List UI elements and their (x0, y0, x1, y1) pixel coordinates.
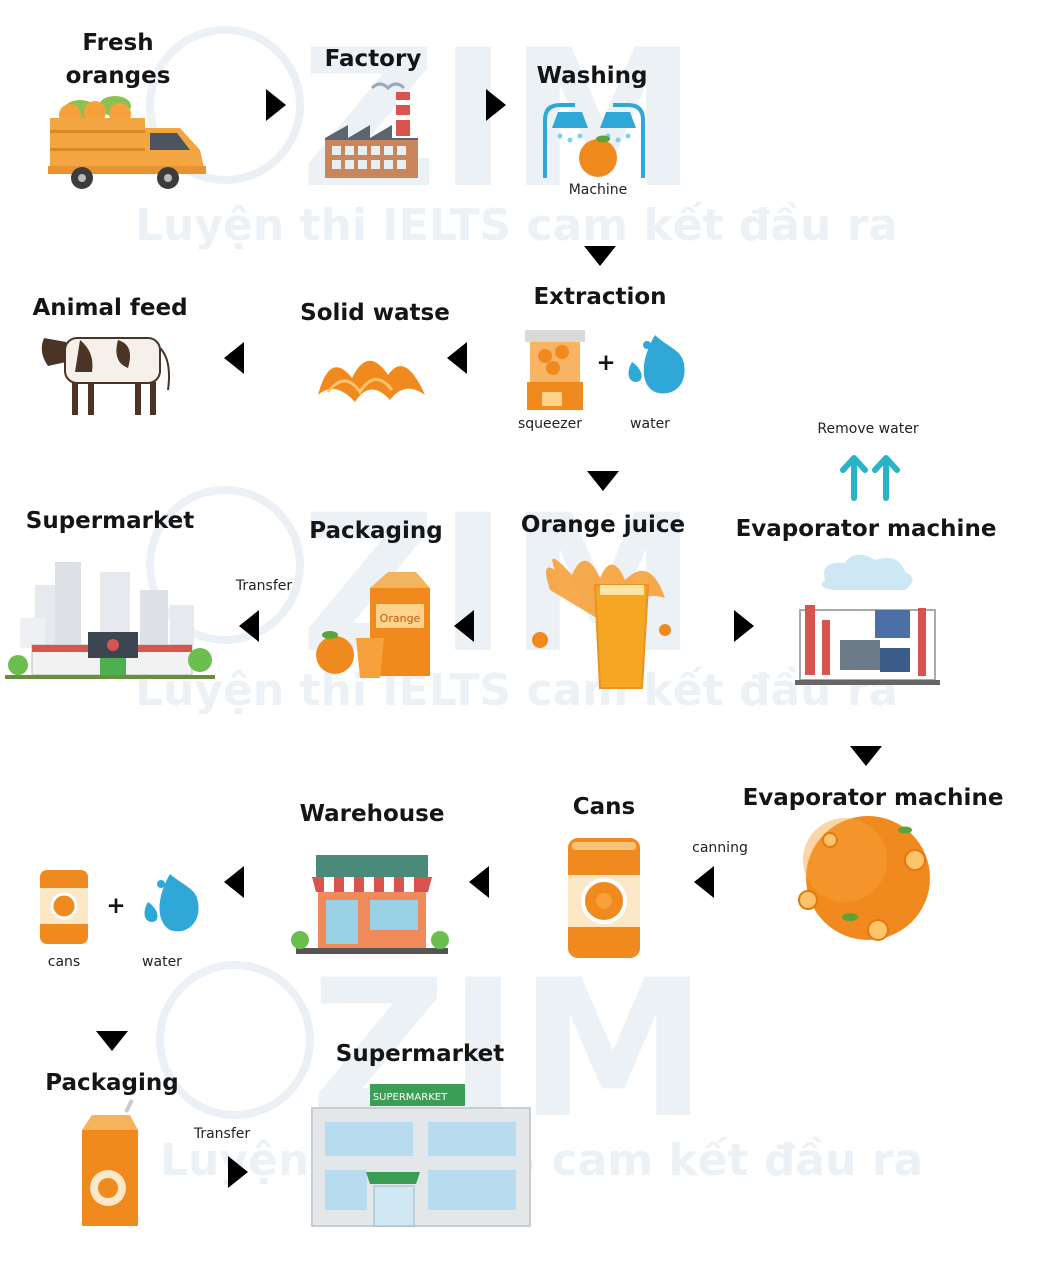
water-drop-icon (628, 335, 685, 394)
watermark-slogan-2: Luyện thi IELTS cam kết đầu ra (135, 665, 898, 716)
supermarket-city-icon (5, 562, 215, 679)
arrow-extraction-to-solid-waste (447, 342, 499, 374)
watermark-logo-1: ZIM Luyện thi IELTS cam kết đầu ra (135, 9, 898, 251)
solid-waste-title: Solid watse (300, 300, 450, 326)
watermark-logo-2: ZIM Luyện thi IELTS cam kết đầu ra (135, 474, 898, 716)
packaging-2-title: Packaging (45, 1070, 178, 1096)
supermarket-building-icon: SUPERMARKET (311, 1084, 531, 1227)
arrow-evaporator-to-evaporator (850, 714, 882, 766)
up-arrows-icon (840, 455, 900, 501)
evaporator-machine-icon (795, 554, 940, 685)
arrow-cans-water-to-packaging (96, 999, 128, 1051)
evaporator-1-title: Evaporator machine (736, 516, 997, 542)
washing-machine-icon (543, 103, 645, 178)
supermarket-1-title: Supermarket (26, 508, 194, 534)
supermarket-sign: SUPERMARKET (373, 1092, 448, 1103)
cans-title: Cans (573, 794, 635, 820)
warehouse-icon (291, 855, 449, 954)
evaporator-2-title: Evaporator machine (743, 785, 1004, 811)
watermark-logo-3: ZIM Luyện thi IELTS cam kết đầu ra (156, 939, 923, 1186)
watermark-brand-1: ZIM (300, 9, 698, 230)
transfer-1-label: Transfer (235, 578, 293, 594)
carton-label: Orange (380, 612, 421, 625)
cow-icon (41, 337, 170, 415)
arrow-solid-waste-to-animal-feed (224, 342, 276, 374)
warehouse-title: Warehouse (300, 801, 445, 827)
machine-label: Machine (569, 182, 628, 198)
arrow-evaporator-to-cans (694, 866, 746, 898)
extraction-plus-sign: + (596, 350, 615, 376)
extraction-water-label: water (630, 416, 670, 432)
supermarket-2-title: Supermarket (336, 1041, 504, 1067)
orange-concentrate-icon (798, 816, 930, 941)
washing-title: Washing (537, 63, 648, 89)
cans-water-label: water (142, 954, 182, 970)
watermark-slogan-1: Luyện thi IELTS cam kết đầu ra (135, 200, 898, 251)
watermark: ZIM Luyện thi IELTS cam kết đầu ra ZIM L… (135, 9, 923, 1186)
canning-label: canning (692, 840, 748, 856)
transfer-2-label: Transfer (193, 1126, 251, 1142)
juice-box-icon (82, 1099, 138, 1226)
cans-small-label: cans (48, 954, 80, 970)
juice-carton-icon: Orange (316, 572, 430, 678)
watermark-slogan-3: Luyện thi IELTS cam kết đầu ra (160, 1135, 923, 1186)
water-drop-icon-2 (144, 874, 199, 932)
small-can-icon (40, 870, 88, 944)
factory-icon (325, 82, 418, 178)
cans-plus-sign: + (106, 893, 125, 919)
arrow-warehouse-to-cans-water (224, 866, 276, 898)
orange-juice-title: Orange juice (521, 512, 685, 538)
arrow-truck-to-factory (234, 89, 286, 121)
arrow-cans-to-warehouse (469, 866, 521, 898)
animal-feed-title: Animal feed (32, 295, 187, 321)
squeezer-label: squeezer (518, 416, 582, 432)
extraction-title: Extraction (533, 284, 666, 310)
can-icon (568, 838, 640, 958)
fresh-oranges-title-line1: Fresh (82, 30, 153, 56)
packaging-1-title: Packaging (309, 518, 442, 544)
squeezer-icon (525, 330, 585, 410)
truck-icon (48, 96, 206, 189)
juice-glass-icon (532, 558, 671, 689)
fresh-oranges-title-line2: oranges (66, 63, 171, 89)
orange-peel-icon (318, 360, 425, 402)
arrow-juice-to-evaporator (702, 610, 754, 642)
remove-water-label: Remove water (817, 421, 918, 437)
factory-title: Factory (325, 46, 422, 72)
